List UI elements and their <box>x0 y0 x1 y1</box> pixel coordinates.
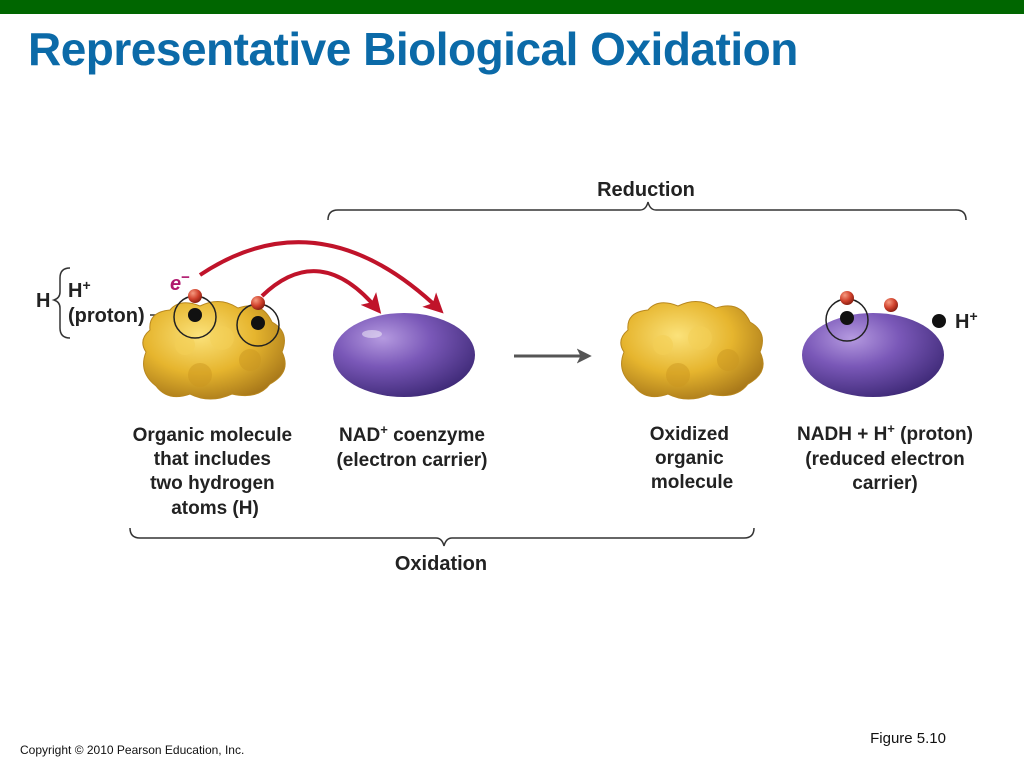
hydrogen-atom-1 <box>173 289 217 339</box>
reduction-label: Reduction <box>597 179 695 201</box>
oxidized-organic-molecule <box>620 301 764 400</box>
nadh-hydrogen-atom <box>825 291 869 342</box>
free-proton <box>932 314 946 328</box>
nadh-label-line2: (reduced electron <box>805 449 964 470</box>
free-proton-label: H+ <box>955 308 978 333</box>
nadh-label-line3: carrier) <box>852 473 918 494</box>
nadh-carrier <box>802 313 944 397</box>
electron-transfer-arrow-inner <box>260 269 382 314</box>
electron-label: e− <box>170 269 190 295</box>
proton-label: H+ <box>68 277 91 302</box>
oxidation-label: Oxidation <box>395 553 487 575</box>
nadh-label: NADH + H+ (proton) <box>797 421 973 445</box>
extra-electron <box>884 298 898 312</box>
figure-number: Figure 5.10 <box>870 730 946 747</box>
oxidation-bracket <box>129 527 755 547</box>
top-bar <box>0 0 1024 14</box>
hydrogen-atom-2 <box>236 296 280 347</box>
proton-label-line2: (proton) <box>68 305 145 327</box>
nad-label: NAD+ coenzyme <box>339 422 485 446</box>
nad-coenzyme <box>333 313 475 397</box>
hydrogen-label: H <box>36 290 50 312</box>
organic-molecule <box>142 301 286 400</box>
oxidized-label: Oxidized organic molecule <box>650 424 734 493</box>
organic-molecule-label: Organic molecule that includes two hydro… <box>133 425 298 519</box>
nad-label-line2: (electron carrier) <box>336 450 487 471</box>
hydrogen-brace <box>51 267 71 339</box>
slide-title: Representative Biological Oxidation <box>28 23 798 75</box>
electron-transfer-arrow-outer <box>198 240 444 314</box>
copyright: Copyright © 2010 Pearson Education, Inc. <box>20 743 245 757</box>
reduction-bracket <box>327 201 967 221</box>
